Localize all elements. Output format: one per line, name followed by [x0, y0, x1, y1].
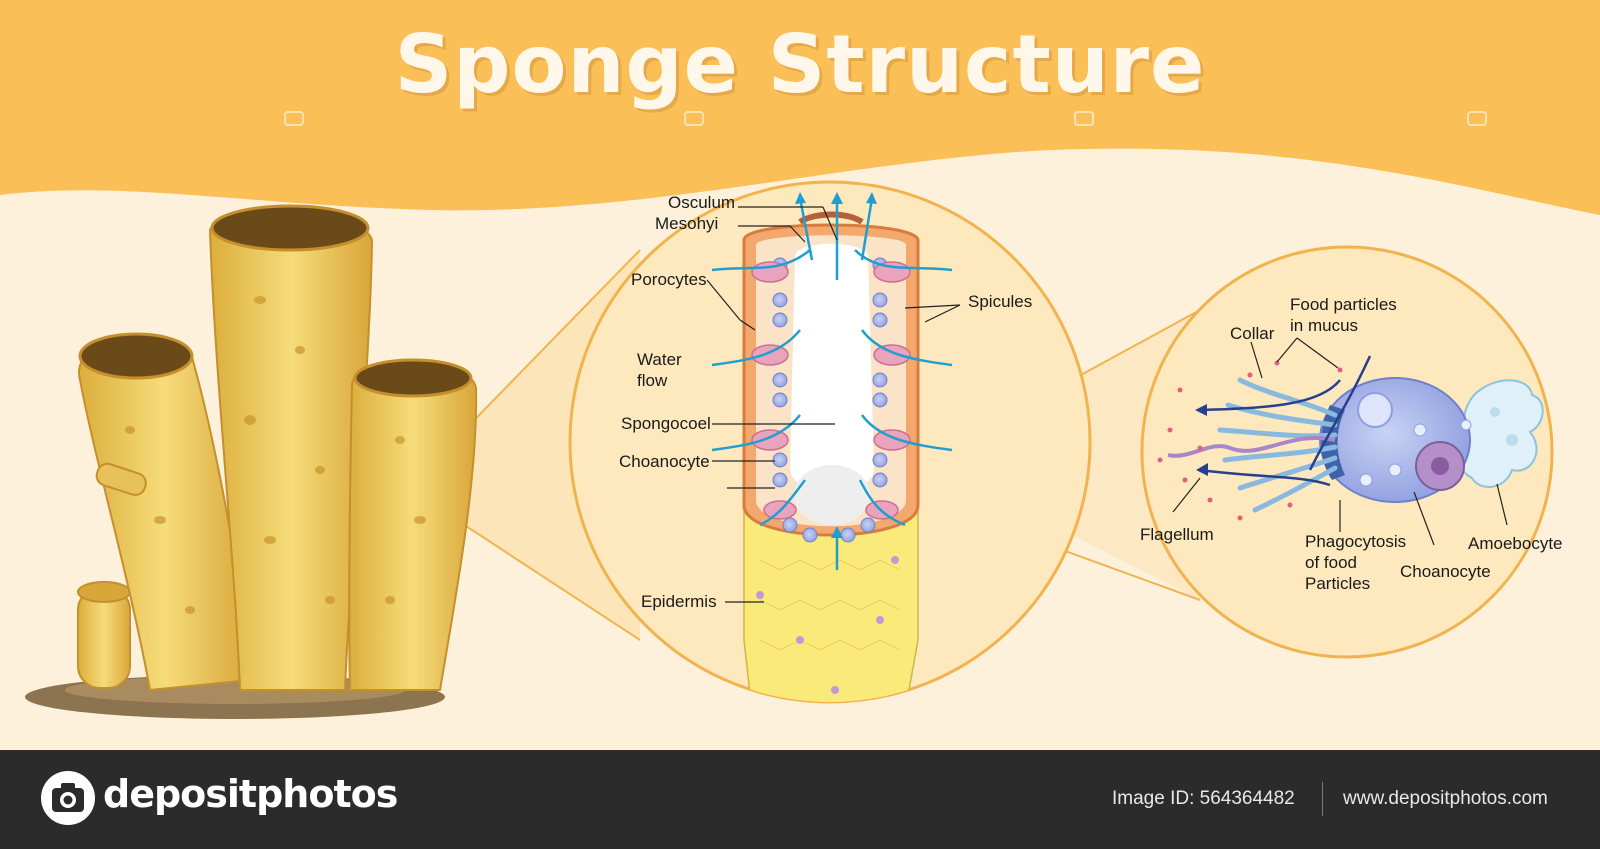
image-id: Image ID: 564364482	[1112, 788, 1295, 809]
diagram-canvas	[0, 0, 1600, 719]
sponge-illustration	[25, 204, 478, 719]
label-choanocyte-section: Choanocyte	[619, 452, 710, 471]
label-choanocyte-cell: Choanocyte	[1400, 562, 1491, 581]
page-title: Sponge Structure	[394, 18, 1206, 111]
label-food-particles-line1: Food particles	[1290, 295, 1397, 314]
footer-bar	[0, 750, 1600, 849]
middle-leader-lines	[706, 206, 961, 603]
title-banner	[0, 0, 1600, 215]
label-water-flow-line1: Water	[637, 350, 682, 369]
footer-divider	[1322, 782, 1323, 816]
diagram-stage	[0, 0, 1600, 719]
zoom-funnel-left	[408, 250, 640, 640]
label-epidermis: Epidermis	[641, 592, 717, 611]
label-mesohyl: Mesohyi	[655, 214, 719, 233]
label-phagocytosis-line1: Phagocytosis	[1305, 532, 1407, 551]
sponge-cross-section	[711, 192, 953, 702]
label-flagellum: Flagellum	[1140, 525, 1214, 544]
label-food-particles-line2: in mucus	[1290, 316, 1359, 335]
right-leader-lines	[1172, 337, 1508, 546]
site-url[interactable]: www.depositphotos.com	[1343, 788, 1548, 809]
label-collar: Collar	[1230, 324, 1275, 343]
camera-logo-icon	[41, 771, 95, 825]
label-amoebocyte: Amoebocyte	[1468, 534, 1563, 553]
choanocyte-cell-detail	[1157, 355, 1544, 521]
label-spongocoel: Spongocoel	[621, 414, 711, 433]
brand-name[interactable]: depositphotos	[103, 772, 398, 816]
label-spicules: Spicules	[968, 292, 1033, 311]
label-porocytes: Porocytes	[631, 270, 707, 289]
label-phagocytosis-line3: Particles	[1305, 574, 1371, 593]
label-osculum: Osculum	[668, 193, 736, 212]
label-water-flow-line2: flow	[637, 371, 668, 390]
label-phagocytosis-line2: of food	[1305, 553, 1357, 572]
